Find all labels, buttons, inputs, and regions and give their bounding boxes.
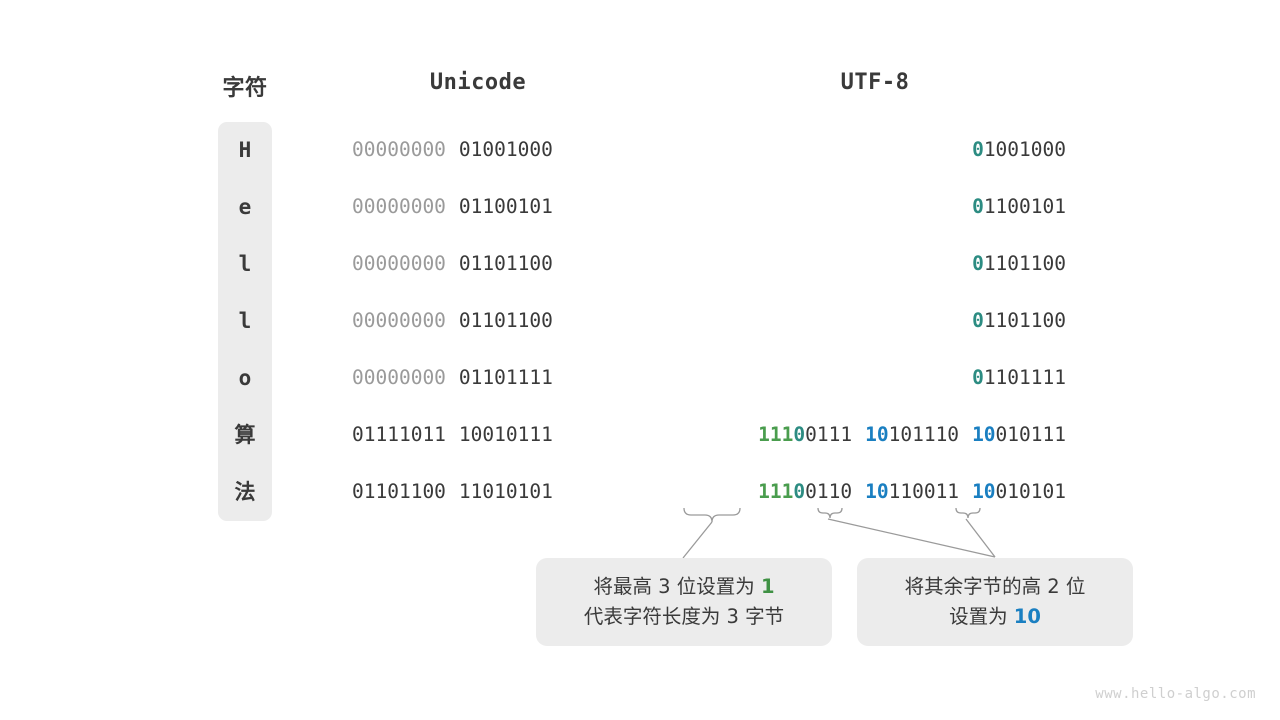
callout-1-line-2: 代表字符长度为 3 字节 bbox=[583, 605, 785, 628]
unicode-bits: 00000000 01100101 bbox=[352, 195, 553, 219]
utf8-byte: 01101100 bbox=[972, 252, 1066, 275]
unicode-low-byte: 01101100 bbox=[458, 309, 553, 332]
utf8-bits: 01100101 bbox=[600, 195, 1066, 219]
callout-1-line-1: 将最高 3 位设置为 1 bbox=[593, 572, 774, 602]
utf8-byte: 01101111 bbox=[972, 366, 1066, 389]
unicode-low-byte: 01101111 bbox=[458, 366, 553, 389]
character-column-panel bbox=[218, 122, 272, 521]
utf8-marker-bits: 10 bbox=[865, 423, 889, 446]
unicode-bits: 00000000 01101100 bbox=[352, 309, 553, 333]
column-header-utf8: UTF-8 bbox=[840, 70, 910, 95]
utf8-marker-bits: 0 bbox=[972, 252, 984, 275]
utf8-marker-bits: 111 bbox=[758, 480, 794, 503]
utf8-payload-bits: 1100101 bbox=[983, 195, 1066, 218]
utf8-payload-bits: 1101100 bbox=[983, 309, 1066, 332]
callout-2-line-2-text: 设置为 bbox=[949, 605, 1014, 628]
unicode-bits: 01111011 10010111 bbox=[352, 423, 553, 447]
utf8-payload-bits: 1001000 bbox=[983, 138, 1066, 161]
watermark: www.hello-algo.com bbox=[1095, 686, 1256, 702]
utf8-marker-bits: 10 bbox=[972, 480, 996, 503]
unicode-high-byte: 01101100 bbox=[352, 480, 446, 503]
unicode-bits: 01101100 11010101 bbox=[352, 480, 553, 504]
unicode-low-byte: 01001000 bbox=[458, 138, 553, 161]
utf8-byte: 10110011 bbox=[865, 480, 959, 503]
callout-2-highlight: 10 bbox=[1013, 605, 1041, 628]
unicode-low-byte: 01101100 bbox=[458, 252, 553, 275]
utf8-byte: 10010111 bbox=[972, 423, 1066, 446]
unicode-high-byte: 00000000 bbox=[352, 195, 446, 218]
character-cell: o bbox=[238, 366, 252, 390]
utf8-marker-bit-zero: 0 bbox=[793, 480, 806, 503]
character-cell: 算 bbox=[234, 423, 256, 447]
utf8-byte: 01101100 bbox=[972, 309, 1066, 332]
utf8-payload-bits: 101110 bbox=[888, 423, 960, 446]
leader-line-1 bbox=[682, 521, 713, 559]
utf8-bits: 01101100 bbox=[600, 309, 1066, 333]
callout-continuation-bits: 将其余字节的高 2 位 设置为 10 bbox=[857, 558, 1133, 646]
unicode-low-byte: 01100101 bbox=[458, 195, 553, 218]
utf8-bits: 01101111 bbox=[600, 366, 1066, 390]
callout-1-line-1-text: 将最高 3 位设置为 bbox=[593, 575, 761, 598]
unicode-bits: 00000000 01101100 bbox=[352, 252, 553, 276]
brace-continuation-bits-2 bbox=[817, 507, 843, 519]
utf8-byte: 01100101 bbox=[972, 195, 1066, 218]
character-cell: e bbox=[238, 195, 252, 219]
character-cell: H bbox=[238, 138, 252, 162]
leader-line-2 bbox=[827, 518, 996, 558]
utf8-bits: 01001000 bbox=[600, 138, 1066, 162]
utf8-payload-bits: 0110 bbox=[805, 480, 853, 503]
brace-leading-bits bbox=[683, 507, 741, 523]
utf8-byte: 11100111 bbox=[758, 423, 852, 446]
unicode-high-byte: 00000000 bbox=[352, 309, 446, 332]
unicode-bits: 00000000 01001000 bbox=[352, 138, 553, 162]
unicode-high-byte: 01111011 bbox=[352, 423, 446, 446]
utf8-byte: 01001000 bbox=[972, 138, 1066, 161]
utf8-marker-bit-zero: 0 bbox=[793, 423, 806, 446]
utf8-payload-bits: 010101 bbox=[995, 480, 1066, 503]
utf8-payload-bits: 110011 bbox=[888, 480, 960, 503]
unicode-high-byte: 00000000 bbox=[352, 366, 446, 389]
unicode-low-byte: 10010111 bbox=[458, 423, 553, 446]
brace-continuation-bits-3 bbox=[955, 507, 981, 519]
utf8-marker-bits: 10 bbox=[972, 423, 996, 446]
utf8-payload-bits: 010111 bbox=[995, 423, 1066, 446]
callout-2-line-1: 将其余字节的高 2 位 bbox=[904, 575, 1086, 598]
unicode-high-byte: 00000000 bbox=[352, 138, 446, 161]
unicode-bits: 00000000 01101111 bbox=[352, 366, 553, 390]
leader-line-3 bbox=[965, 518, 996, 558]
callout-1-highlight: 1 bbox=[760, 575, 775, 598]
utf8-payload-bits: 1101100 bbox=[983, 252, 1066, 275]
utf8-payload-bits: 0111 bbox=[805, 423, 853, 446]
utf8-marker-bits: 0 bbox=[972, 366, 984, 389]
utf8-bits: 01101100 bbox=[600, 252, 1066, 276]
utf8-marker-bits: 0 bbox=[972, 309, 984, 332]
utf8-marker-bits: 0 bbox=[972, 195, 984, 218]
callout-leading-bits: 将最高 3 位设置为 1 代表字符长度为 3 字节 bbox=[536, 558, 832, 646]
column-header-unicode: Unicode bbox=[429, 70, 527, 95]
utf8-payload-bits: 1101111 bbox=[983, 366, 1066, 389]
utf8-byte: 11100110 bbox=[758, 480, 852, 503]
unicode-high-byte: 00000000 bbox=[352, 252, 446, 275]
utf8-marker-bits: 0 bbox=[972, 138, 984, 161]
utf8-marker-bits: 10 bbox=[865, 480, 889, 503]
unicode-low-byte: 11010101 bbox=[458, 480, 553, 503]
character-cell: l bbox=[238, 252, 252, 276]
column-header-character: 字符 bbox=[222, 76, 268, 101]
utf8-byte: 10101110 bbox=[865, 423, 959, 446]
utf8-byte: 10010101 bbox=[972, 480, 1066, 503]
utf8-marker-bits: 111 bbox=[758, 423, 794, 446]
callout-2-line-2: 设置为 10 bbox=[949, 602, 1041, 632]
character-cell: l bbox=[238, 309, 252, 333]
character-cell: 法 bbox=[234, 480, 256, 504]
